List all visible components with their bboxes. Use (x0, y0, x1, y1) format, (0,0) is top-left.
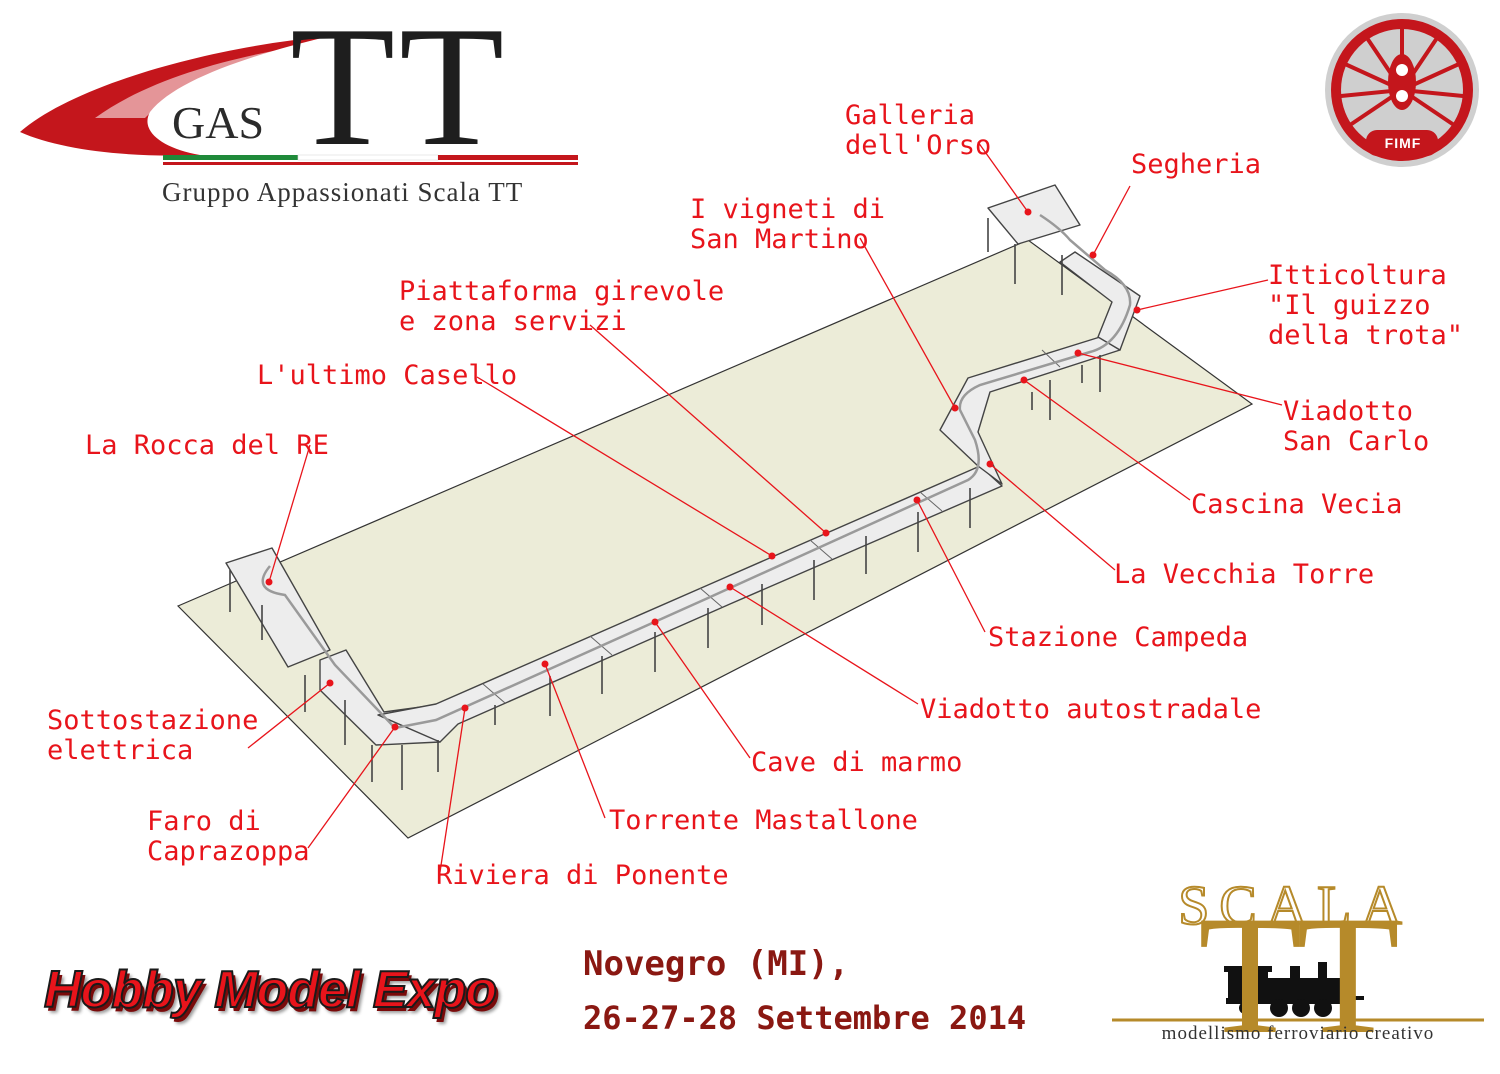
event-date: 26-27-28 Settembre 2014 (583, 999, 1027, 1037)
label-la-rocca-del-re: La Rocca del RE (85, 430, 329, 461)
track (261, 213, 1132, 730)
label-stazione-campeda: Stazione Campeda (988, 622, 1249, 653)
label-sottostazione-elettrica: Sottostazione elettrica (47, 705, 259, 766)
scala-tt-logo: TT (1198, 881, 1400, 1069)
anchor-dots (265, 208, 1141, 731)
label-la-vecchia-torre: La Vecchia Torre (1114, 559, 1375, 590)
module-legs (229, 218, 1101, 790)
label-l-ultimo-casello: L'ultimo Casello (257, 360, 518, 391)
label-viadotto-autostradale: Viadotto autostradale (920, 694, 1262, 725)
label-segheria: Segheria (1131, 149, 1262, 180)
scala-word: SCALA (1177, 875, 1412, 937)
label-cave-di-marmo: Cave di marmo (751, 747, 963, 778)
fimf-wheel-logo (1325, 13, 1479, 167)
gas-tt-logo (20, 36, 578, 165)
gas-tt-title: TT (290, 0, 509, 182)
label-riviera-di-ponente: Riviera di Ponente (436, 860, 729, 891)
label-itticoltura: Itticoltura "Il guizzo della trota" (1268, 260, 1464, 351)
event-place: Novegro (MI), (583, 944, 850, 984)
label-galleria-dell-orso: Galleria dell'Orso (845, 100, 992, 161)
locomotive-icon (1224, 962, 1364, 1017)
label-faro-di-caprazoppa: Faro di Caprazoppa (147, 806, 310, 867)
label-i-vigneti-di-san-martino: I vigneti di San Martino (690, 194, 886, 255)
fimf-label: FIMF (1384, 135, 1422, 151)
scala-tagline: modellismo ferroviario creativo (1161, 1023, 1435, 1044)
hobby-model-expo-logo: Hobby Model Expo (43, 960, 498, 1020)
label-viadotto-san-carlo: Viadotto San Carlo (1283, 396, 1430, 457)
leader-lines (247, 141, 1283, 873)
label-cascina-vecia: Cascina Vecia (1191, 489, 1403, 520)
label-torrente-mastallone: Torrente Mastallone (609, 805, 918, 836)
label-piattaforma-girevole: Piattaforma girevole e zona servizi (399, 276, 725, 337)
gas-subtitle: Gruppo Appassionati Scala TT (162, 177, 524, 207)
gas-word: GAS (172, 97, 265, 148)
